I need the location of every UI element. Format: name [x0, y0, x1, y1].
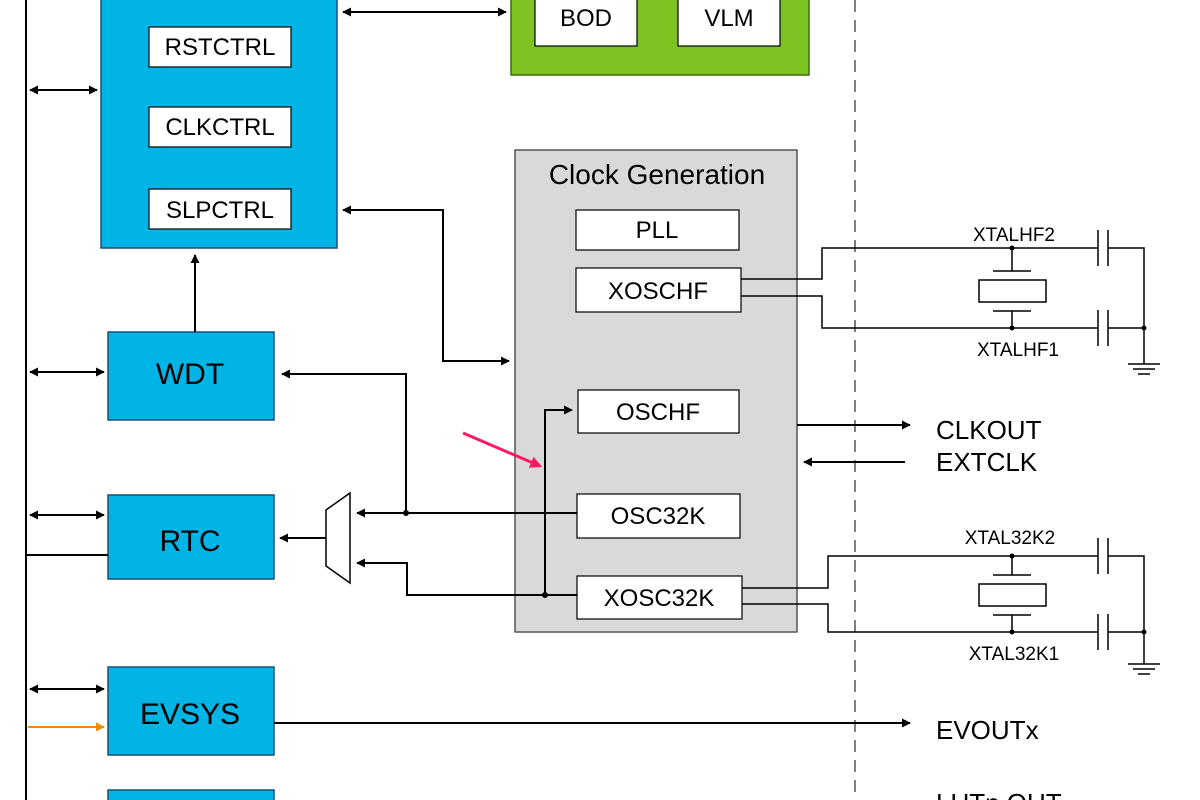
extclk-label: EXTCLK	[936, 447, 1038, 477]
slpctrl-clockgen-arrow	[342, 205, 510, 366]
ccl-block-partial	[107, 789, 275, 800]
osc32k-box	[576, 493, 741, 539]
osc32k-to-wdt-arrow	[281, 369, 407, 513]
bod-label: BOD	[560, 5, 612, 32]
rtc-block	[107, 494, 275, 580]
xosc32k-label: XOSC32K	[604, 585, 715, 612]
rstctrl-label: RSTCTRL	[165, 34, 276, 61]
rtc-clock-mux	[325, 491, 351, 585]
slpctrl-label: SLPCTRL	[166, 197, 274, 224]
wdt-block	[107, 331, 275, 421]
evsys-label: EVSYS	[140, 698, 240, 731]
pll-box	[575, 209, 740, 251]
xosc32k-to-mux-arrow	[356, 558, 577, 596]
bod-box	[534, 0, 638, 47]
rtc-label: RTC	[159, 525, 220, 558]
slpctrl-box	[148, 188, 292, 230]
xtal32k1-label: XTAL32K1	[969, 644, 1059, 665]
xoschf-box	[575, 267, 742, 313]
xosc32k-to-oschf-arrow	[544, 405, 573, 595]
junction-dot	[542, 592, 548, 598]
junction-dot	[403, 510, 409, 516]
clkout-label: CLKOUT	[936, 415, 1042, 445]
clkctrl-box	[148, 106, 292, 148]
xtalhf1-label: XTALHF1	[977, 340, 1059, 361]
oschf-box	[577, 389, 740, 434]
vlm-label: VLM	[704, 5, 753, 32]
xoschf-label: XOSCHF	[608, 278, 708, 305]
pll-label: PLL	[636, 217, 679, 244]
xtalhf2-label: XTALHF2	[973, 225, 1055, 246]
osc32k-label: OSC32K	[611, 503, 706, 530]
oschf-label: OSCHF	[616, 399, 700, 426]
vlm-box	[677, 0, 781, 47]
highlight-arrow	[462, 431, 543, 468]
xtal32k2-label: XTAL32K2	[965, 528, 1055, 549]
rstctrl-box	[148, 26, 292, 68]
clkctrl-label: CLKCTRL	[165, 114, 274, 141]
lutn-out-label-partial: LUTn OUT	[936, 788, 1062, 800]
evoutx-label: EVOUTx	[936, 715, 1039, 745]
evsys-block	[107, 666, 275, 756]
k32-crystal-circuit	[742, 538, 1160, 675]
clock-generation-title: Clock Generation	[549, 159, 765, 190]
hf-crystal-circuit	[741, 230, 1160, 375]
xosc32k-box	[576, 575, 743, 620]
wdt-label: WDT	[156, 358, 224, 391]
